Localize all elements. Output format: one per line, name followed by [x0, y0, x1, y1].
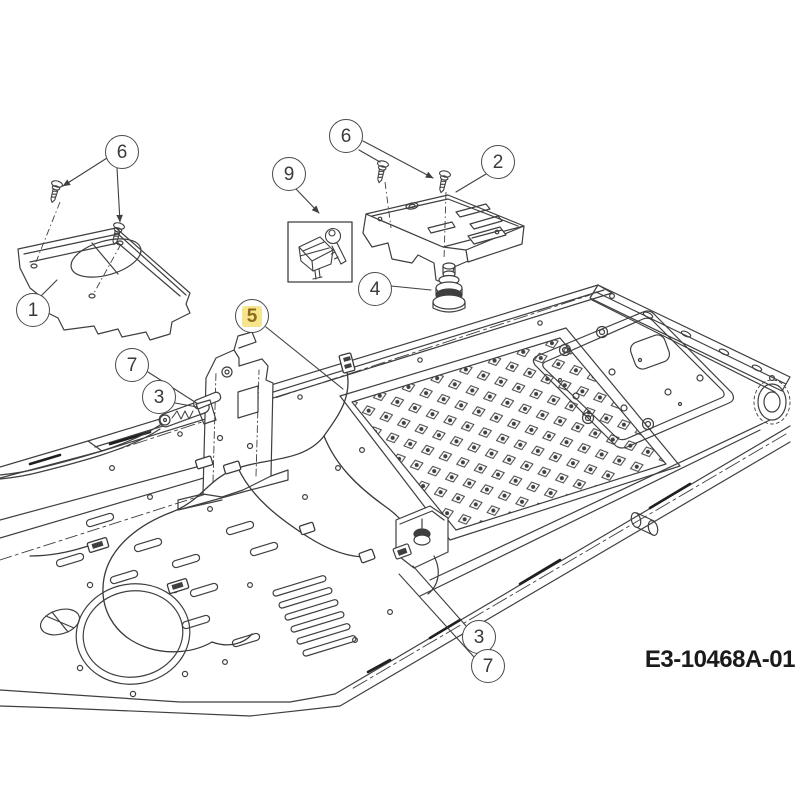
- shoulder-screws: [35, 159, 452, 294]
- callout-1[interactable]: 1: [16, 293, 50, 327]
- callout-label: 7: [126, 354, 138, 376]
- callout-6-upper-middle[interactable]: 6: [329, 119, 363, 153]
- callout-7-lower[interactable]: 7: [471, 649, 505, 683]
- callout-6-upper-left[interactable]: 6: [105, 135, 139, 169]
- callout-9[interactable]: 9: [272, 157, 306, 191]
- callout-label: 6: [340, 125, 352, 147]
- callout-label: 6: [116, 141, 128, 163]
- callout-label: 9: [283, 163, 295, 185]
- chassis-frame: [0, 284, 791, 717]
- key-box: [287, 221, 353, 283]
- callout-5-highlighted[interactable]: 5: [235, 299, 269, 333]
- callout-2[interactable]: 2: [481, 145, 515, 179]
- callout-label: 2: [492, 151, 504, 173]
- harness-connector: [338, 352, 356, 374]
- callout-3-left[interactable]: 3: [142, 380, 176, 414]
- steering-pedestal-bracket: [177, 331, 289, 511]
- callout-label: 3: [153, 386, 165, 408]
- callout-4[interactable]: 4: [358, 272, 392, 306]
- diagram-part-code: E3-10468A-01: [644, 646, 796, 673]
- ignition-key-and-clip-icon: [298, 227, 347, 280]
- callout-label: 4: [369, 278, 381, 300]
- callout-label: 7: [482, 655, 494, 677]
- safety-switch-assembly: [392, 505, 449, 595]
- ignition-switch: [432, 262, 466, 313]
- callout-label: 1: [27, 299, 39, 321]
- callout-7-left[interactable]: 7: [115, 348, 149, 382]
- cover-panel-part-1: [17, 227, 191, 341]
- wire-harness: [29, 352, 415, 653]
- callout-label: 3: [473, 626, 485, 648]
- callout-label-highlighted: 5: [241, 305, 263, 327]
